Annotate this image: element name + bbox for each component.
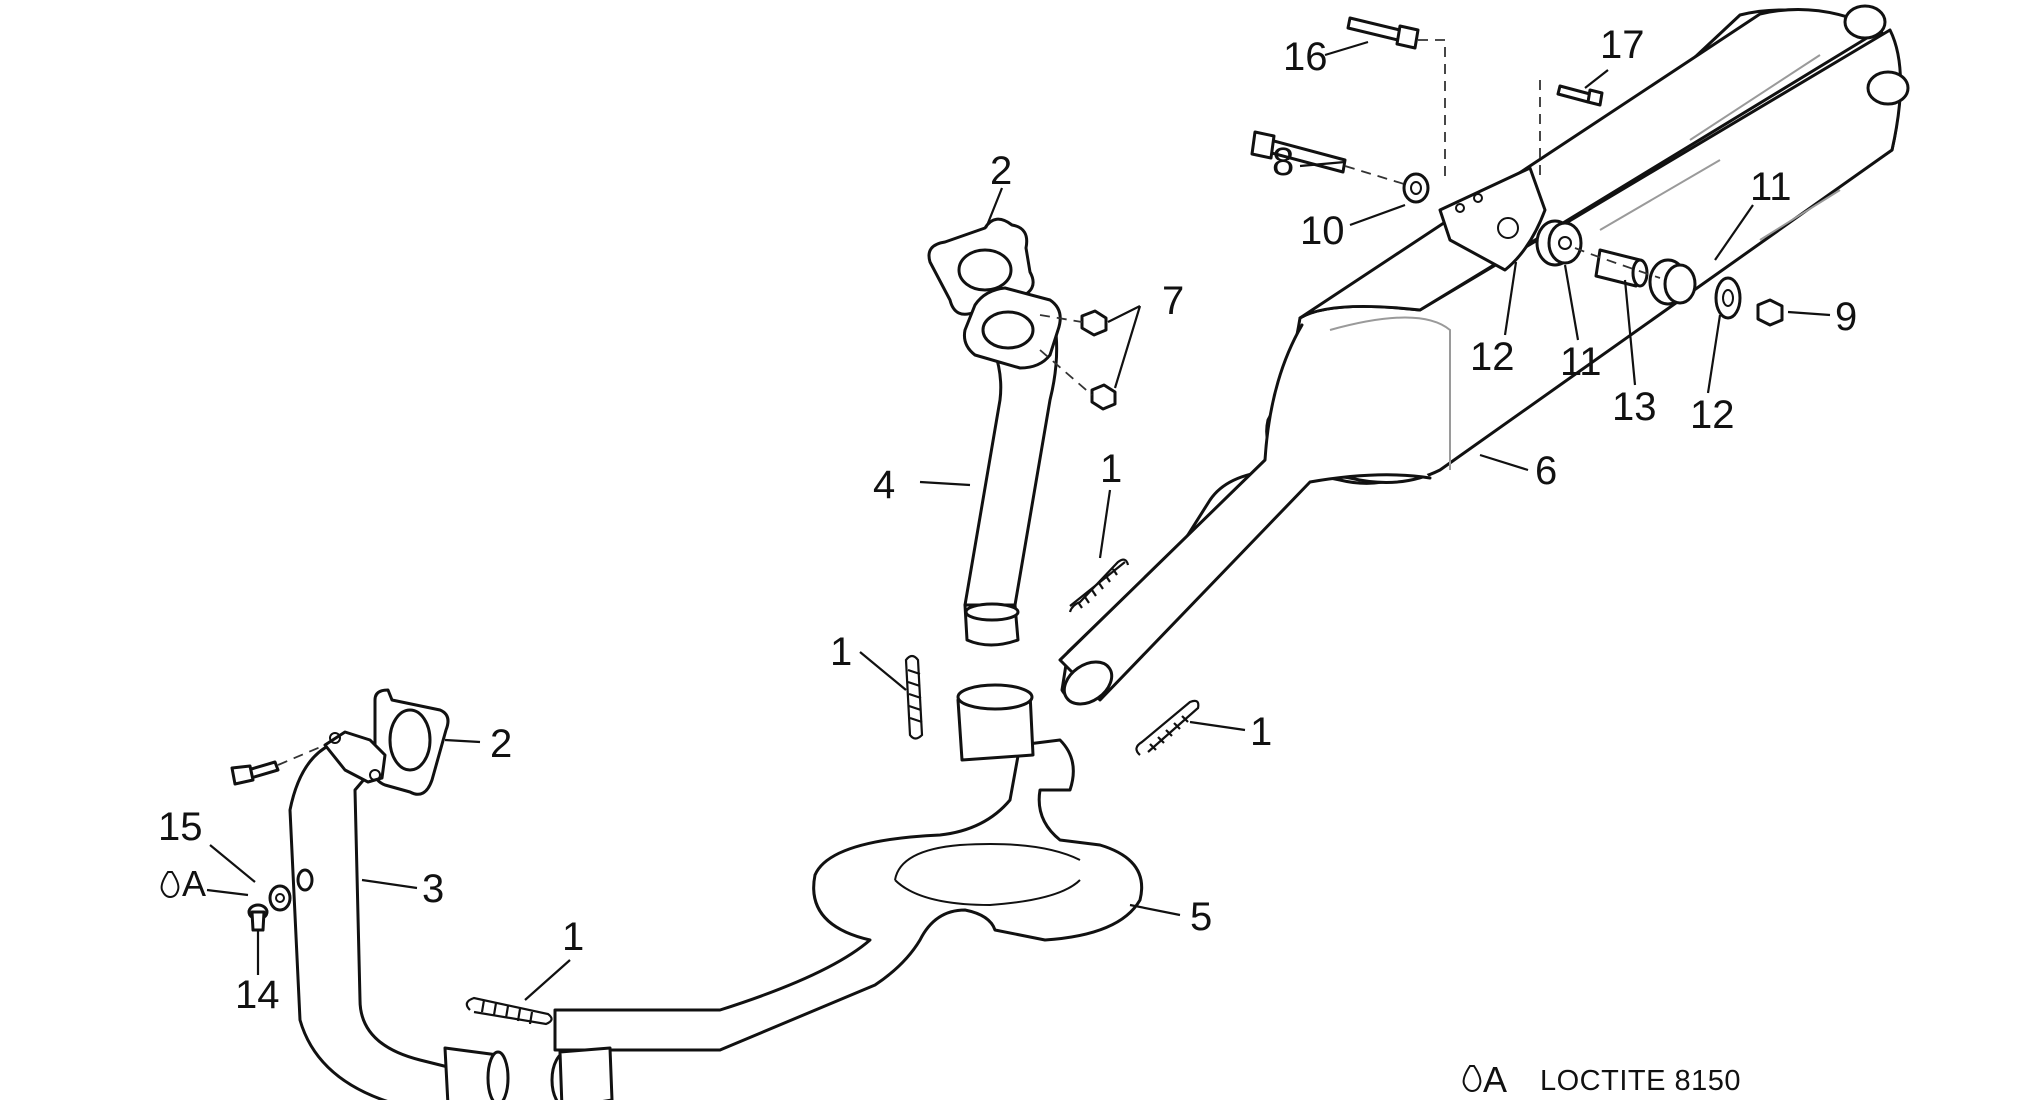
callout-3: 3 xyxy=(422,867,444,911)
callout-5: 5 xyxy=(1190,895,1212,939)
gasket-part-2-bottom xyxy=(373,688,450,796)
crossover-pipe-part-5 xyxy=(550,683,1144,1100)
adhesive-marker-a: A xyxy=(160,863,206,904)
callout-13: 13 xyxy=(1612,385,1657,429)
callout-1-right: 1 xyxy=(1250,710,1272,754)
spring-part-1-b xyxy=(904,654,924,740)
bolt-part-8 xyxy=(1250,130,1347,174)
leader-lines xyxy=(206,40,1831,1001)
assembly-line-16 xyxy=(1418,39,1446,180)
adhesive-marker-letter: A xyxy=(182,863,206,904)
bolt-part-17 xyxy=(1556,84,1604,107)
callout-4: 4 xyxy=(873,463,895,507)
callout-15: 15 xyxy=(158,805,203,849)
callout-1-middle: 1 xyxy=(830,630,852,674)
legend-drop-icon xyxy=(1462,1065,1482,1093)
nut-part-7-upper xyxy=(1080,309,1108,337)
assembly-line-7b xyxy=(1039,349,1093,396)
spring-part-1-c xyxy=(1135,699,1200,756)
callout-2-bottom: 2 xyxy=(490,722,512,766)
callout-11-right: 11 xyxy=(1750,165,1792,209)
header-pipe-part-4 xyxy=(963,286,1062,647)
spring-part-1-d xyxy=(465,996,553,1026)
callout-6: 6 xyxy=(1535,449,1557,493)
muffler-part-6 xyxy=(1058,4,1910,706)
screw-part-14 xyxy=(247,903,269,932)
legend-text: LOCTITE 8150 xyxy=(1540,1065,1741,1097)
callout-12-right: 12 xyxy=(1690,393,1735,437)
callout-7: 7 xyxy=(1162,279,1184,323)
callout-9: 9 xyxy=(1835,295,1857,339)
callout-10: 10 xyxy=(1300,209,1345,253)
callout-11-left: 11 xyxy=(1560,340,1602,384)
callout-12-left: 12 xyxy=(1470,335,1515,379)
callout-17: 17 xyxy=(1600,23,1645,67)
callout-14: 14 xyxy=(235,973,280,1017)
callout-numbers: 2 7 4 1 1 1 2 3 5 1 6 8 10 16 17 11 12 1… xyxy=(158,23,1857,1017)
adhesive-drop-icon xyxy=(160,871,180,899)
grommet-part-11-right xyxy=(1648,258,1697,306)
assembly-line-11 xyxy=(1574,247,1661,279)
washer-part-15 xyxy=(268,884,292,912)
assembly-line-7 xyxy=(1039,314,1083,323)
nut-part-7-lower xyxy=(1090,383,1117,411)
header-pipe-part-3 xyxy=(288,730,510,1100)
washer-part-12-right xyxy=(1714,276,1742,320)
callout-16: 16 xyxy=(1283,35,1328,79)
bolt-part-16 xyxy=(1346,16,1420,50)
callout-8: 8 xyxy=(1272,140,1294,184)
washer-part-10 xyxy=(1402,172,1430,204)
spring-part-1-a xyxy=(1068,558,1130,613)
nut-part-9 xyxy=(1756,298,1784,327)
legend: A LOCTITE 8150 xyxy=(1462,1059,1741,1100)
callout-1-upper: 1 xyxy=(1100,447,1122,491)
assembly-line-3 xyxy=(277,744,326,766)
callout-1-lower: 1 xyxy=(562,915,584,959)
callout-2-top: 2 xyxy=(990,149,1012,193)
grommet-part-11-left xyxy=(1535,219,1583,267)
legend-marker-letter: A xyxy=(1483,1059,1507,1100)
spacer-part-13 xyxy=(1594,248,1649,288)
bolt-part-3-flange xyxy=(230,760,280,786)
assembly-line-8 xyxy=(1344,165,1405,185)
